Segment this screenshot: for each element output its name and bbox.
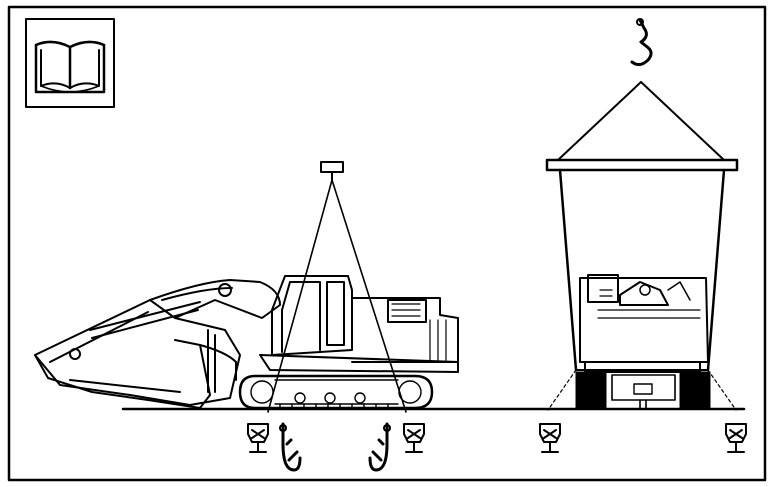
crane-hook-icon <box>632 19 651 65</box>
excavator-illustration <box>35 276 458 408</box>
excavator-upper-structure-illustration <box>576 275 710 408</box>
lifting-point-symbol-icon <box>404 424 424 452</box>
cage-slings <box>558 82 724 160</box>
lifting-point-symbol-icon <box>248 424 268 452</box>
lifting-cage <box>547 160 737 370</box>
crane-hook-icon <box>370 424 390 470</box>
lifting-point-symbol-icon <box>726 424 746 452</box>
crane-hook-icon <box>280 424 300 470</box>
lifting-point-symbol-icon <box>540 424 560 452</box>
manual-book-icon <box>26 19 114 107</box>
spreader-bar-icon <box>321 162 343 182</box>
